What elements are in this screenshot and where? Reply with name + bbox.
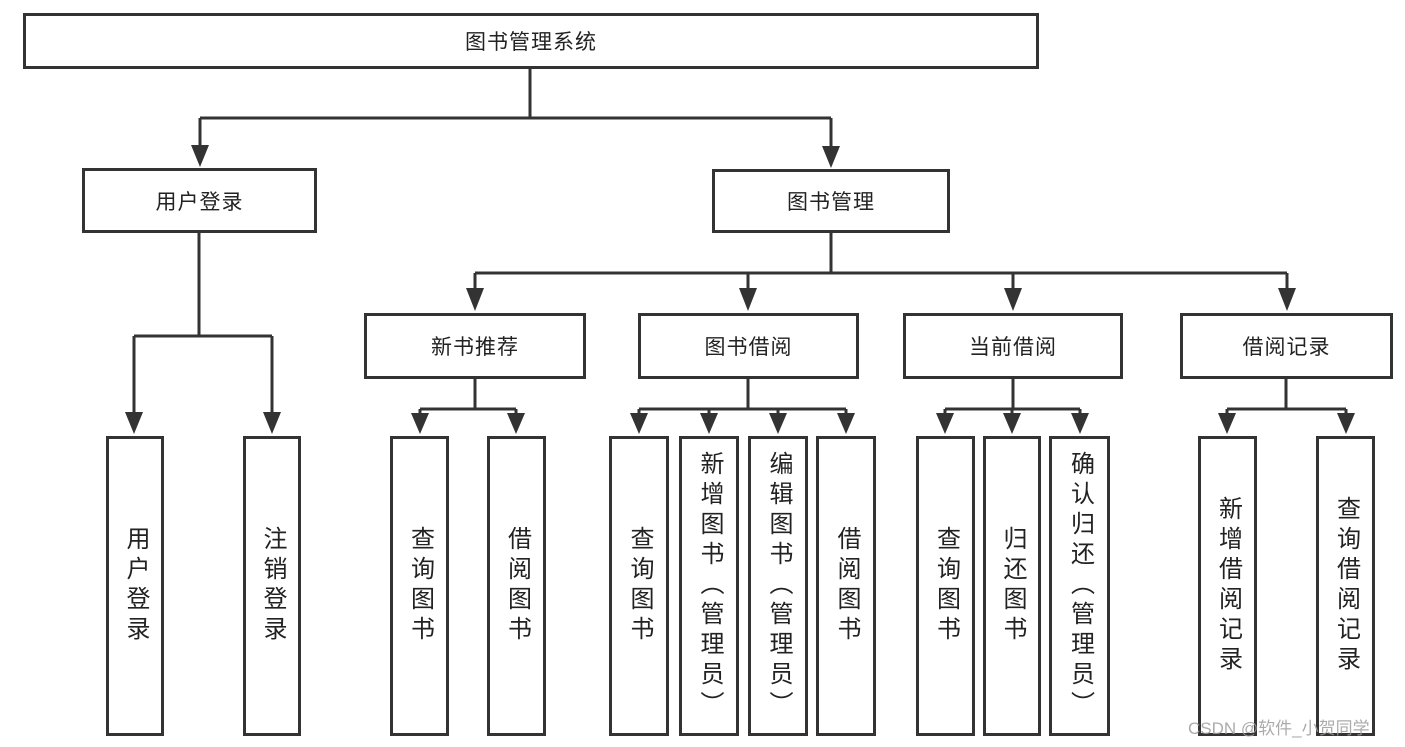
node-borrow-records-label: 借阅记录 xyxy=(1242,336,1331,359)
node-current-borrowing: 当前借阅 xyxy=(903,313,1123,379)
leaf-confirm-return-admin-label: 确认归还（管理员） xyxy=(1066,451,1094,721)
leaf-add-books-admin-label: 新增图书（管理员） xyxy=(696,451,723,721)
leaf-confirm-return-admin: 确认归还（管理员） xyxy=(1049,436,1110,736)
node-root-label: 图书管理系统 xyxy=(465,31,597,54)
leaf-return-books-label: 归还图书 xyxy=(999,526,1026,646)
leaf-query-borrow-record-label: 查询借阅记录 xyxy=(1332,496,1360,676)
csdn-watermark: CSDN @软件_小贺同学 xyxy=(1188,719,1370,738)
node-new-book-recommend: 新书推荐 xyxy=(364,313,586,379)
leaf-logout: 注销登录 xyxy=(243,436,301,736)
leaf-user-login: 用户登录 xyxy=(106,436,164,736)
leaf-borrow-books: 借阅图书 xyxy=(816,436,876,736)
leaf-user-login-label: 用户登录 xyxy=(122,526,149,646)
leaf-borrow-books-recommend: 借阅图书 xyxy=(487,436,546,736)
leaf-query-books-recommend: 查询图书 xyxy=(390,436,449,736)
leaf-query-books-borrowing-label: 查询图书 xyxy=(626,526,653,646)
node-book-management-label: 图书管理 xyxy=(787,191,875,214)
leaf-edit-books-admin: 编辑图书（管理员） xyxy=(748,436,808,736)
node-borrow-records: 借阅记录 xyxy=(1180,313,1393,379)
node-root: 图书管理系统 xyxy=(23,13,1039,69)
leaf-edit-books-admin-label: 编辑图书（管理员） xyxy=(765,451,792,721)
leaf-query-borrow-record: 查询借阅记录 xyxy=(1316,436,1375,736)
node-user-login: 用户登录 xyxy=(82,168,317,233)
leaf-borrow-books-label: 借阅图书 xyxy=(833,526,860,646)
leaf-add-books-admin: 新增图书（管理员） xyxy=(679,436,739,736)
leaf-query-books-recommend-label: 查询图书 xyxy=(406,526,434,646)
node-book-management: 图书管理 xyxy=(712,169,950,233)
leaf-query-books-current: 查询图书 xyxy=(916,436,975,736)
node-book-borrowing: 图书借阅 xyxy=(638,313,859,379)
leaf-borrow-books-recommend-label: 借阅图书 xyxy=(503,526,531,646)
leaf-query-books-borrowing: 查询图书 xyxy=(609,436,669,736)
leaf-return-books: 归还图书 xyxy=(983,436,1041,736)
node-current-borrowing-label: 当前借阅 xyxy=(969,336,1057,359)
node-new-book-recommend-label: 新书推荐 xyxy=(431,336,519,359)
node-book-borrowing-label: 图书借阅 xyxy=(704,336,793,359)
leaf-add-borrow-record: 新增借阅记录 xyxy=(1198,436,1257,736)
node-user-login-label: 用户登录 xyxy=(155,190,244,214)
leaf-logout-label: 注销登录 xyxy=(259,526,286,646)
leaf-query-books-current-label: 查询图书 xyxy=(932,526,960,646)
leaf-add-borrow-record-label: 新增借阅记录 xyxy=(1214,496,1242,676)
